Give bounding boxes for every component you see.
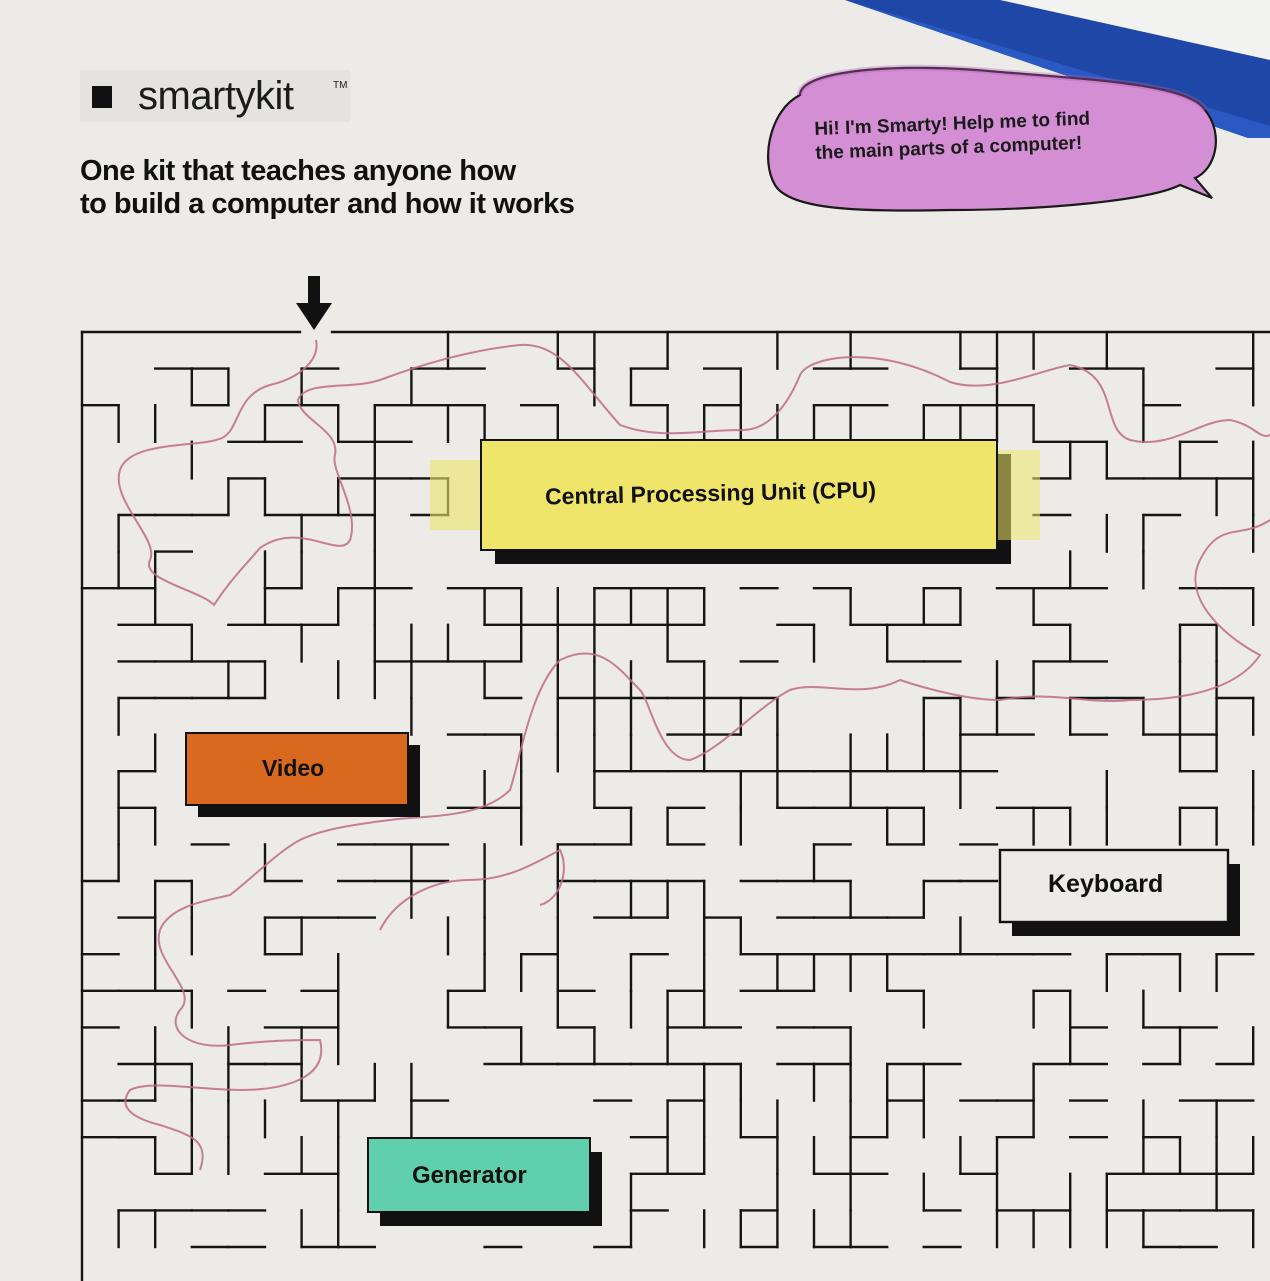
brand-logo: smartykit TM <box>80 70 350 122</box>
keyboard-label: Keyboard <box>1048 870 1164 898</box>
brand-name: smartykit <box>138 74 294 118</box>
tagline-line-1: One kit that teaches anyone how <box>80 155 516 187</box>
generator-label: Generator <box>412 1162 527 1189</box>
entrance-arrow-icon <box>296 276 332 330</box>
tagline-line-2: to build a computer and how it works <box>80 188 575 220</box>
video-label: Video <box>262 755 325 781</box>
tagline: One kit that teaches anyone how to build… <box>80 155 680 221</box>
solution-path <box>117 339 1270 1171</box>
cpu-box <box>430 439 1040 564</box>
keyboard-box <box>998 848 1240 936</box>
maze-walls <box>80 330 1270 1281</box>
generator-box <box>367 1137 602 1226</box>
speech-bubble <box>767 64 1217 212</box>
video-box <box>185 732 420 817</box>
logo-square-icon <box>92 86 112 108</box>
brand-trademark: TM <box>333 80 348 91</box>
